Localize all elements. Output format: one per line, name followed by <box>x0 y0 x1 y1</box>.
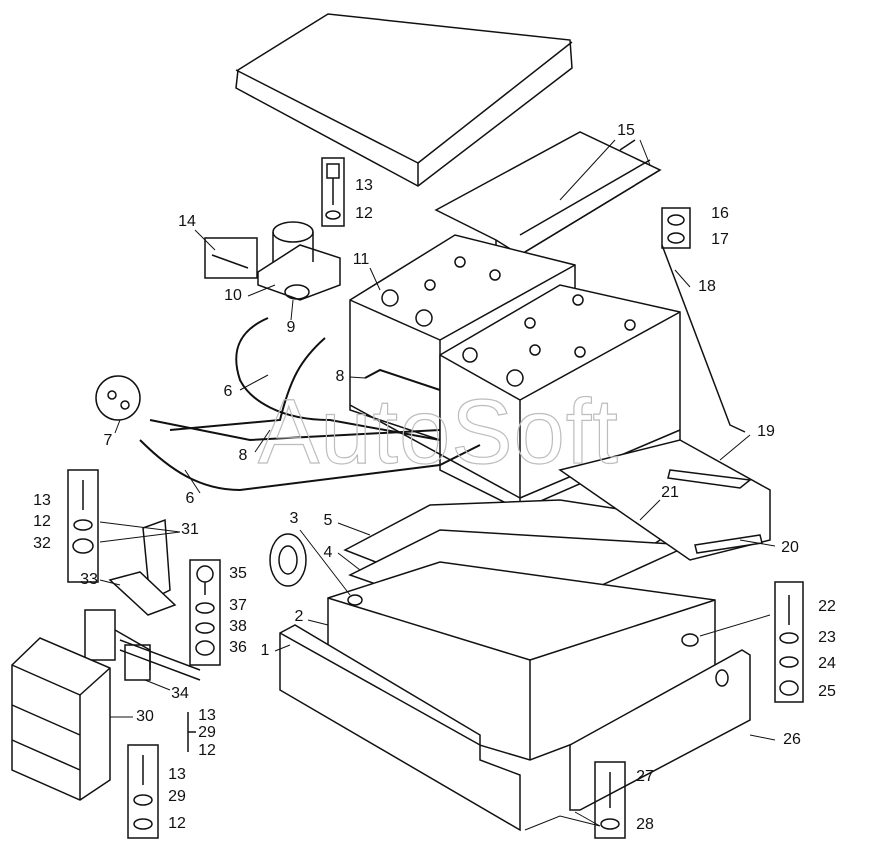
fuse-box <box>11 637 111 801</box>
callout-13c[interactable]: 13 <box>198 707 216 724</box>
cable-terminal <box>204 237 258 279</box>
socket-connector <box>95 375 141 421</box>
callout-12d[interactable]: 12 <box>168 815 186 832</box>
bolt-group-left <box>67 469 99 583</box>
battery-switch <box>257 221 341 301</box>
callout-7[interactable]: 7 <box>103 432 113 449</box>
callout-26[interactable]: 26 <box>783 731 801 748</box>
bolt-group-mid <box>189 559 221 666</box>
callout-12b[interactable]: 12 <box>33 513 51 530</box>
battery-clamp-bar <box>434 131 662 256</box>
callout-20[interactable]: 20 <box>781 539 799 556</box>
callout-18[interactable]: 18 <box>698 278 716 295</box>
bolt-group-top <box>321 157 345 227</box>
callout-11[interactable]: 11 <box>352 251 370 268</box>
callout-8b[interactable]: 8 <box>238 447 248 464</box>
side-panel <box>569 649 751 811</box>
leader-lines <box>99 139 776 831</box>
callout-29[interactable]: 29 <box>198 724 216 741</box>
callout-6[interactable]: 6 <box>223 383 233 400</box>
battery-cover-lid <box>235 13 573 187</box>
battery-cables <box>139 317 481 492</box>
callout-13d[interactable]: 13 <box>168 766 186 783</box>
callout-9[interactable]: 9 <box>286 319 296 336</box>
callout-33[interactable]: 33 <box>80 571 98 588</box>
callout-12c[interactable]: 12 <box>198 742 216 759</box>
bolt-group-right <box>774 581 804 703</box>
callout-23[interactable]: 23 <box>818 629 836 646</box>
hold-down-rod <box>661 207 746 433</box>
callout-19[interactable]: 19 <box>757 423 775 440</box>
bolt-group-bottom-left <box>127 744 159 839</box>
callout-17[interactable]: 17 <box>711 231 729 248</box>
callout-5[interactable]: 5 <box>323 512 333 529</box>
callout-29b[interactable]: 29 <box>168 788 186 805</box>
callout-31[interactable]: 31 <box>181 521 199 538</box>
bolt-group-bottom-right <box>594 761 626 839</box>
callout-28[interactable]: 28 <box>636 816 654 833</box>
callout-38[interactable]: 38 <box>229 618 247 635</box>
callout-16[interactable]: 16 <box>711 205 729 222</box>
callout-32[interactable]: 32 <box>33 535 51 552</box>
callout-13[interactable]: 13 <box>355 177 373 194</box>
callout-30[interactable]: 30 <box>136 708 154 725</box>
callout-35[interactable]: 35 <box>229 565 247 582</box>
relay-unit <box>84 609 201 681</box>
autosoft-watermark: AutoSoft <box>257 380 619 483</box>
callout-4[interactable]: 4 <box>323 544 333 561</box>
callout-36[interactable]: 36 <box>229 639 247 656</box>
rubber-washer <box>269 533 307 587</box>
callout-6b[interactable]: 6 <box>185 490 195 507</box>
callout-3[interactable]: 3 <box>289 510 299 527</box>
callout-12[interactable]: 12 <box>355 205 373 222</box>
callout-21[interactable]: 21 <box>661 484 679 501</box>
callout-13b[interactable]: 13 <box>33 492 51 509</box>
callout-34[interactable]: 34 <box>171 685 189 702</box>
callout-10[interactable]: 10 <box>224 287 242 304</box>
callout-brace <box>187 712 196 752</box>
callout-15[interactable]: 15 <box>617 122 635 139</box>
front-panel <box>279 624 521 832</box>
callout-14[interactable]: 14 <box>178 213 196 230</box>
callout-27[interactable]: 27 <box>636 768 654 785</box>
mounting-bracket <box>108 518 177 616</box>
callout-22[interactable]: 22 <box>818 598 836 615</box>
callout-8[interactable]: 8 <box>335 368 345 385</box>
callout-37[interactable]: 37 <box>229 597 247 614</box>
callout-25[interactable]: 25 <box>818 683 836 700</box>
battery-right <box>349 284 681 511</box>
callout-2[interactable]: 2 <box>294 608 304 625</box>
callout-1[interactable]: 1 <box>260 642 270 659</box>
callout-24[interactable]: 24 <box>818 655 836 672</box>
